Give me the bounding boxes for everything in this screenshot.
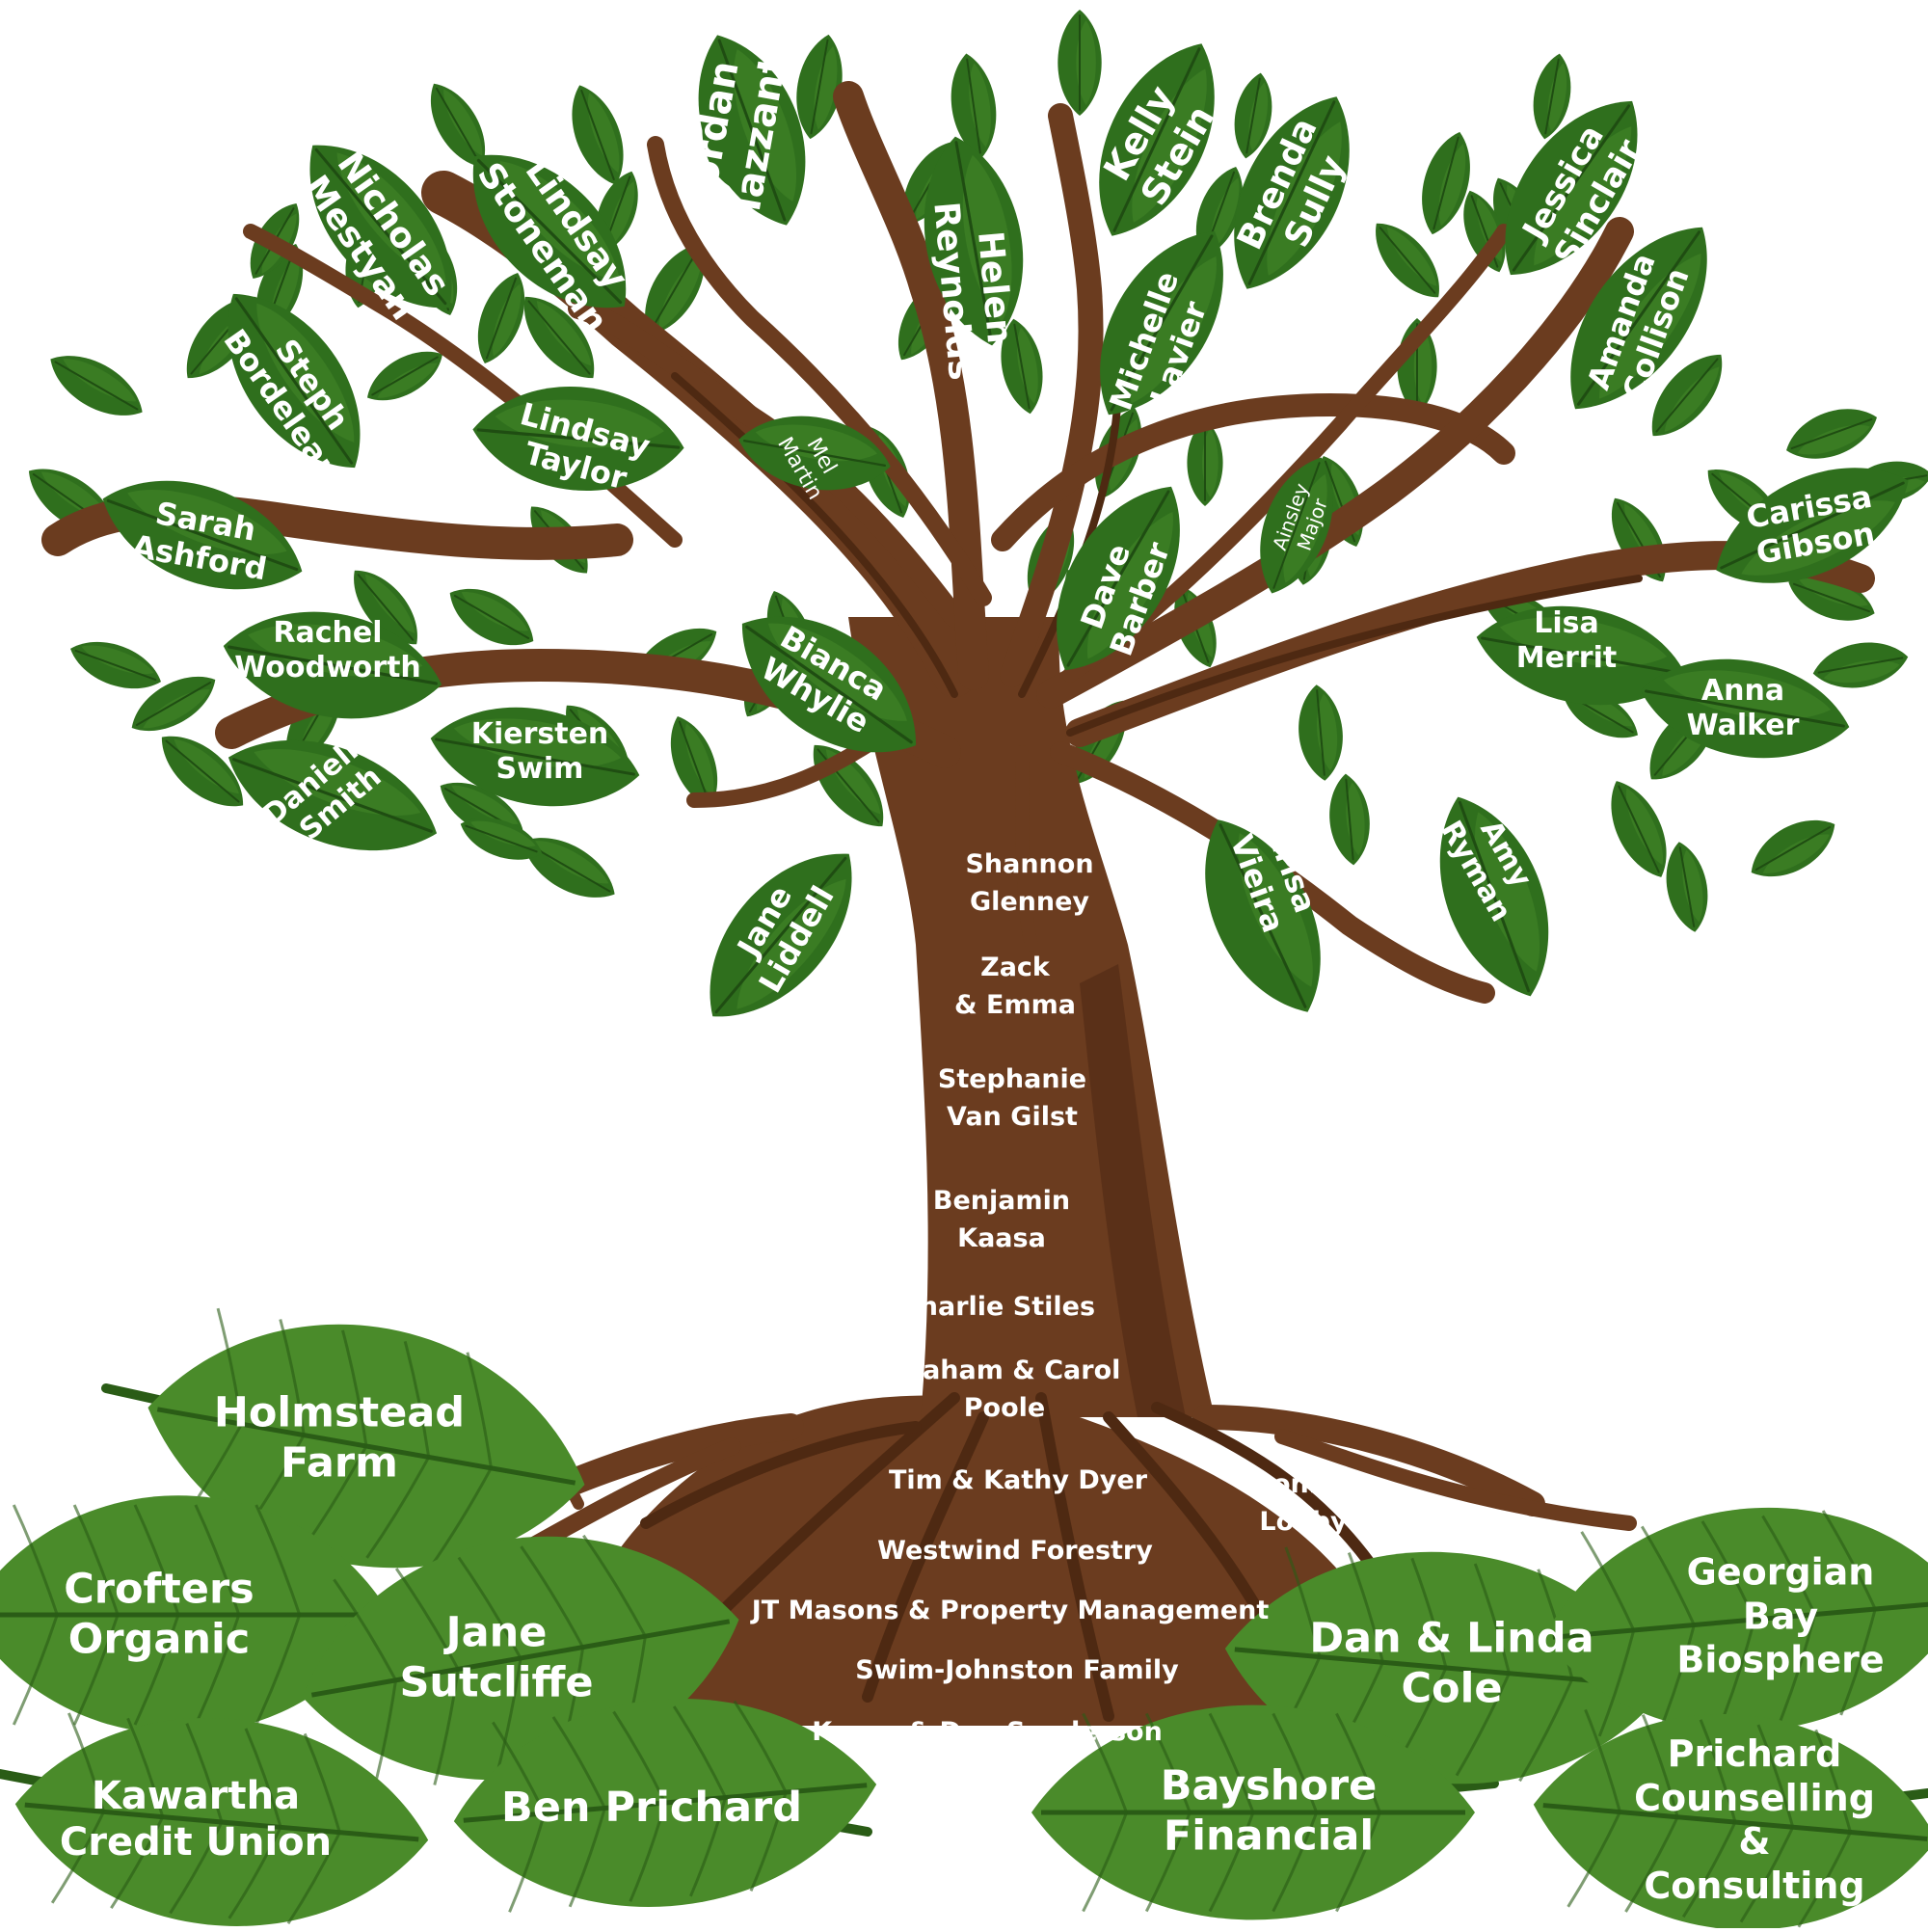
background-leaf	[1326, 772, 1373, 867]
trunk-name-karen-don-sanderson: Karen & Don Sanderson	[812, 1713, 1163, 1751]
trunk-name-charlie-stiles: Charlie Stiles	[900, 1288, 1095, 1326]
trunk-name-benjamin-kaasa: Benjamin Kaasa	[933, 1182, 1070, 1257]
background-leaf	[439, 574, 544, 659]
background-leaf	[1809, 635, 1912, 695]
trunk-name-westwind-forestry: Westwind Forestry	[877, 1532, 1153, 1570]
trunk-name-shannon-glenney: Shannon Glenney	[965, 845, 1093, 921]
leaf-label-anna-walker: Anna Walker	[1687, 674, 1800, 743]
root-leaf-label-kawartha-credit-union: Kawartha Credit Union	[60, 1773, 332, 1865]
background-leaf	[64, 631, 168, 701]
root-leaf-label-prichard-counselling: Prichard Counselling & Consulting	[1634, 1732, 1875, 1908]
leaf-label-helen-reynolds: Helen Reynolds	[924, 197, 1023, 382]
root-leaf-label-crofters-organic: Crofters Organic	[64, 1565, 254, 1664]
root-leaf-label-holmstead-farm: Holmstead Farm	[214, 1388, 465, 1488]
leaf-label-kiersten-swim: Kiersten Swim	[471, 717, 609, 787]
root-leaf-label-georgian-bay-biosphere: Georgian Bay Biosphere	[1676, 1551, 1884, 1683]
background-leaf	[1058, 10, 1101, 116]
trunk-name-zack-emma: Zack & Emma	[954, 949, 1076, 1024]
trunk-name-jt-masons: JT Masons & Property Management	[752, 1592, 1269, 1629]
trunk-name-stephanie-van-gilst: Stephanie Van Gilst	[938, 1060, 1086, 1136]
root-leaf-label-ben-prichard: Ben Prichard	[501, 1784, 802, 1834]
trunk-name-swim-johnston-family: Swim-Johnston Family	[855, 1651, 1179, 1689]
trunk-name-bonnie-looby: Bonnie Looby	[1252, 1465, 1353, 1541]
background-leaf	[1740, 805, 1845, 891]
background-leaf	[40, 340, 153, 431]
background-leaf	[1295, 683, 1347, 783]
trunk-name-tim-kathy-dyer: Tim & Kathy Dyer	[889, 1462, 1147, 1499]
root-leaf-label-jane-sutcliffe: Jane Sutcliffe	[399, 1608, 593, 1707]
background-leaf	[1659, 839, 1714, 936]
trunk-name-graham-carol-poole: Graham & Carol Poole	[889, 1352, 1121, 1427]
root-leaf-label-bayshore-financial: Bayshore Financial	[1161, 1761, 1378, 1861]
leaf-label-rachel-woodworth: Rachel Woodworth	[234, 616, 421, 685]
background-leaf	[1779, 397, 1884, 471]
leaf-label-lisa-merrit: Lisa Merrit	[1516, 606, 1617, 676]
root-leaf-label-dan-linda-cole: Dan & Linda Cole	[1309, 1614, 1593, 1713]
